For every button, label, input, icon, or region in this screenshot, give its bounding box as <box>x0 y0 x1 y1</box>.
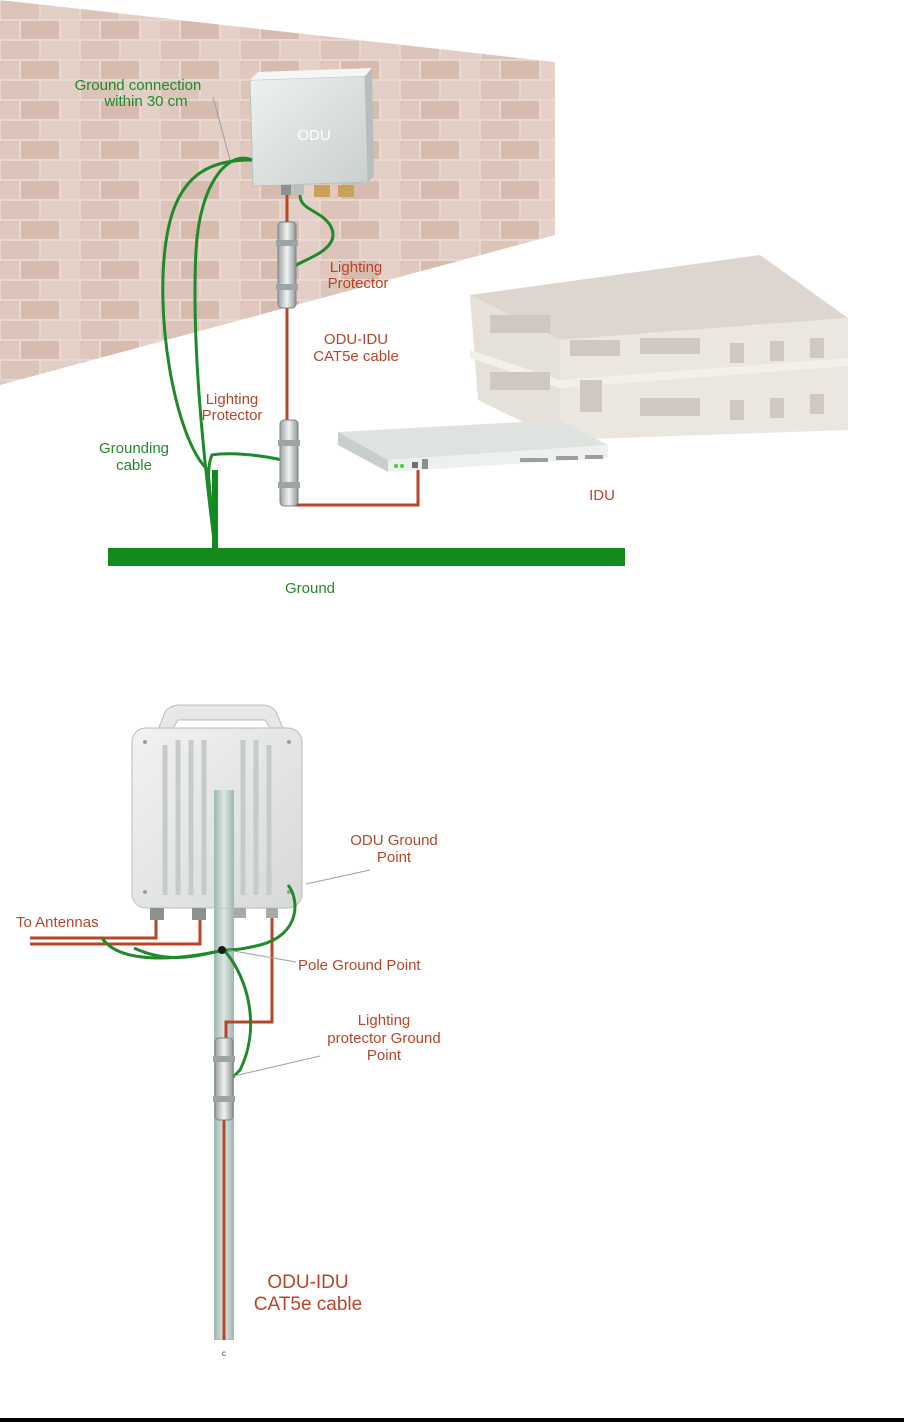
odu-ground-point-label-line1: ODU Ground <box>350 832 438 849</box>
lighting-protector-bottom-label-line2: Protector <box>202 407 263 424</box>
idu-unit <box>338 420 608 472</box>
grounding-cable-label-line1: Grounding <box>99 440 169 457</box>
odu-ground-point-label-line2: Point <box>377 849 412 866</box>
odu-label: ODU <box>297 127 330 144</box>
lighting-protector-ground-point-label-line1: Lighting <box>358 1012 411 1029</box>
odu-idu-cable-label-bottom-line1: ODU-IDU <box>267 1272 348 1293</box>
building <box>470 255 848 440</box>
to-antennas-label: To Antennas <box>16 914 99 931</box>
lighting-protector-top-label-line2: Protector <box>328 275 389 292</box>
pole-mark-label: c <box>222 1349 226 1358</box>
lighting-protector-bottom <box>278 420 300 506</box>
pole-odu-radio <box>132 728 302 920</box>
radio-handle <box>158 705 283 730</box>
ground-bar <box>108 548 625 566</box>
odu-idu-cable-label-bottom-line2: CAT5e cable <box>254 1294 362 1315</box>
ground-connection-label-line2: within 30 cm <box>103 93 187 110</box>
pole-ground-point-label: Pole Ground Point <box>298 957 421 974</box>
wall-grounding-diagram: Ground connection within 30 cm ODU Light… <box>0 0 848 597</box>
lighting-protector-ground-point-label-line2: protector Ground <box>327 1030 440 1047</box>
odu-idu-cable-label-line1: ODU-IDU <box>324 331 388 348</box>
pole-ground-point-marker <box>218 946 226 954</box>
ground-connection-label-line1: Ground connection <box>75 77 202 94</box>
odu-idu-cable-label-line2: CAT5e cable <box>313 348 399 365</box>
footer-rule <box>0 1418 904 1422</box>
cat5e-cable-bottom <box>30 918 272 1340</box>
lighting-protector-pole <box>213 1038 235 1120</box>
lighting-protector-bottom-label-line1: Lighting <box>206 391 259 408</box>
idu-label: IDU <box>589 487 615 504</box>
lighting-protector-top-label-line1: Lighting <box>330 259 383 276</box>
grounding-cable-label-line2: cable <box>116 457 152 474</box>
ground-label: Ground <box>285 580 335 597</box>
lighting-protector-top <box>276 222 298 308</box>
lighting-protector-ground-point-label-line3: Point <box>367 1047 402 1064</box>
pole-grounding-diagram: To Antennas ODU Ground Point Pole Ground… <box>16 705 441 1358</box>
brick-wall <box>0 0 555 385</box>
